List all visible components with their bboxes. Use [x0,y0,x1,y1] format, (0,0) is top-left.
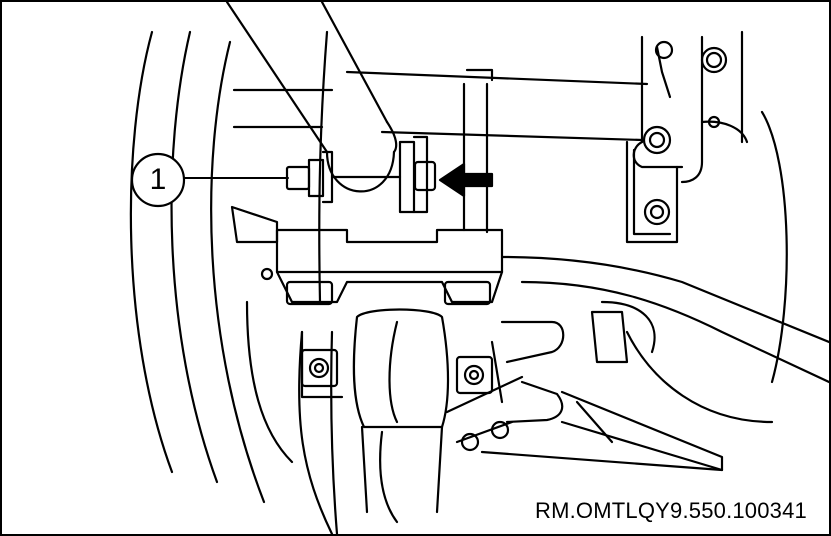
arrow-left-icon [438,162,494,198]
lower-bracket [230,205,504,306]
figure-reference-code: RM.OMTLQY9.550.100341 [534,498,807,523]
right-clamp-assembly [625,30,788,384]
linkage-lever [445,320,724,472]
roller-bushing [352,308,450,524]
diagonal-frame-tube [225,2,398,193]
horizontal-cross-bar [232,68,649,234]
swing-arm [500,255,829,424]
wheel-outline [129,30,339,534]
callout-circle [130,152,289,208]
side-nuts [300,330,504,404]
callout-number-label: 1 [149,163,167,196]
bolt-and-nut-callout-target [285,135,437,214]
